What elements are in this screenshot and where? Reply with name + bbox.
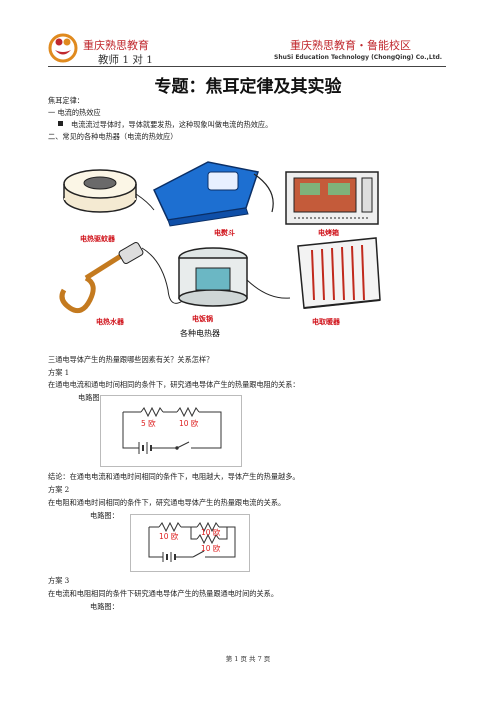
switch-2 [192,550,205,558]
heaters-caption: 各种电热器 [180,329,220,338]
resistor-c [196,533,220,545]
text-section-2: 二、常见的各种电热器（电流的热效应） [48,132,178,141]
question-text: 三通电导体产生的热量跟哪些因素有关？关系怎样？ [48,355,214,364]
plan1-title: 方案 1 [48,368,70,377]
circuit-diagram-2: 10 欧 10 欧 10 欧 [130,514,250,572]
text-section-1: 一 电流的热效应 [48,108,101,117]
resistor-1 [140,406,164,418]
oven-icon [285,171,379,225]
iron-icon [153,161,274,227]
page-title: 专题：焦耳定律及其实验 [154,77,342,97]
plan3-title: 方案 3 [48,576,70,585]
header-rule [48,66,446,67]
plan1-r1-label: 5 欧 [141,418,156,428]
plan1-r2-label: 10 欧 [179,418,199,428]
plan2-r2-label: 10 欧 [201,527,221,537]
conclusion-text: 结论：在通电电流和通电时间相同的条件下，电阻越大，导体产生的热量越多。 [48,472,300,481]
plan1-circuit-label: 电路图： [78,393,107,402]
parallel-circuit: 10 欧 10 欧 10 欧 [148,521,236,562]
company-en: ShuSi Education Technology (ChongQing) C… [274,54,443,61]
resistor-2 [176,406,200,418]
bullet-text: 电流流过导体时，导体就要发热，这种现象叫做电流的热效应。 [71,120,273,129]
label-rice-cooker: 电饭锅 [192,315,213,323]
tagline: 教师 1 对 1 [98,54,153,66]
label-mosquito-heater: 电热驱蚊器 [80,235,115,243]
resistor-a [158,521,182,533]
plan1-desc: 在通电电流和通电时间相同的条件下，研究通电导体产生的热量跟电阻的关系： [48,380,300,389]
mosquito-heater-icon [63,169,155,213]
plan3-desc: 在电流和电阻相同的条件下研究通电导体产生的热量跟通电时间的关系。 [48,589,279,598]
room-heater-icon [297,237,381,309]
resistor-b [196,521,220,533]
text-joule-law: 焦耳定律： [48,96,84,105]
plan2-circuit-label: 电路图： [90,511,119,520]
page-footer: 第 1 页 共 7 页 [225,655,271,663]
water-heater-icon [59,242,185,314]
bullet-item: 电流流过导体时，导体就要发热，这种现象叫做电流的热效应。 [58,120,272,130]
circuit-diagram-1: 5 欧 10 欧 [100,395,242,467]
logo-icon [48,33,78,63]
rice-cooker-icon [178,247,291,307]
label-oven: 电烤箱 [318,229,339,237]
switch [176,441,190,449]
org-name-right: 重庆熟思教育・鲁能校区 [290,39,411,52]
heaters-drawing [59,161,381,314]
plan3-circuit-label: 电路图： [90,602,119,611]
plan2-title: 方案 2 [48,485,70,494]
org-name-left: 重庆熟思教育 [83,39,149,52]
plan2-desc: 在电阻和通电时间相同的条件下，研究通电导体产生的热量跟电流的关系。 [48,498,286,507]
plan2-r3-label: 10 欧 [201,543,221,553]
heaters-illustration [58,150,388,345]
plan2-r1-label: 10 欧 [159,531,179,541]
label-iron: 电熨斗 [214,229,235,237]
logo [48,33,78,63]
label-room-heater: 电取暖器 [312,318,340,326]
series-circuit: 5 欧 10 欧 [122,406,222,454]
label-water-heater: 电热水器 [96,318,124,326]
square-bullet-icon [58,121,63,126]
